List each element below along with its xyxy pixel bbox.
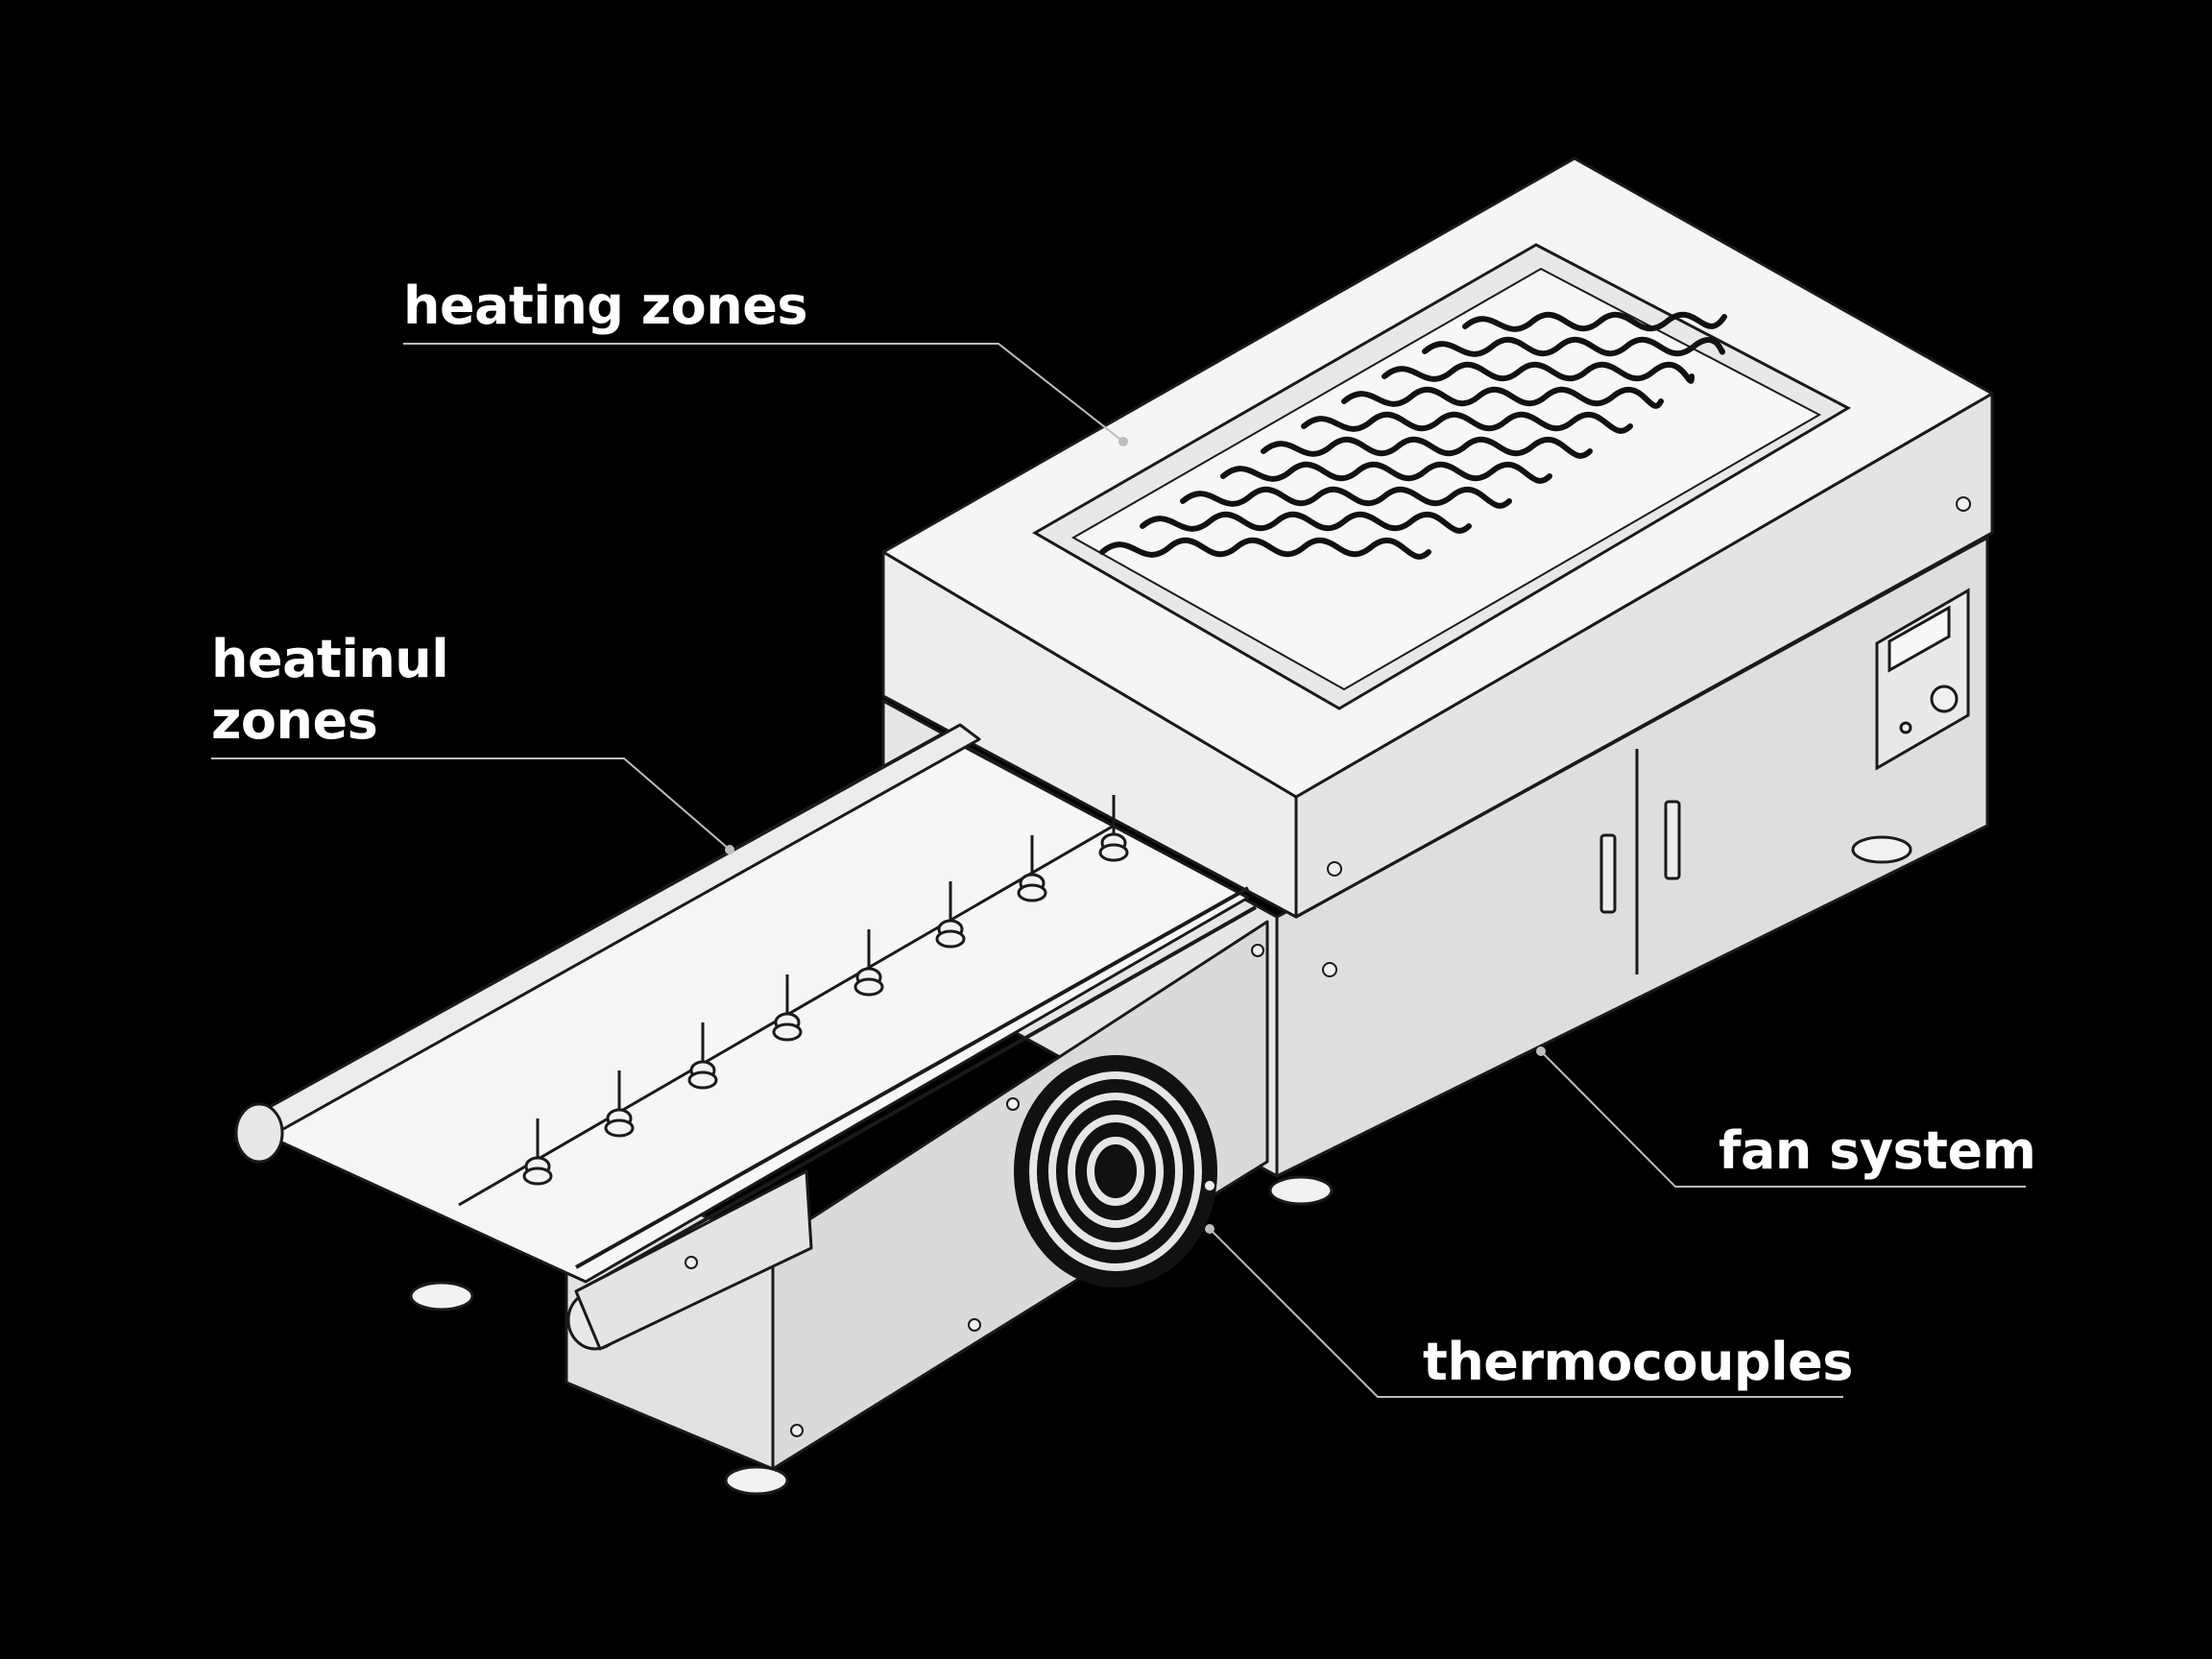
label-heatinul-line2: zones [211,690,378,751]
probe [687,1022,718,1090]
oven-feet [409,835,1912,1496]
thermocouple-probes [458,795,1129,1207]
label-heatinul-line1: heatinul [211,629,449,689]
label-heating-zones: heating zones [403,276,807,336]
leader-thermocouples [1209,1228,1843,1398]
label-thermocouples: thermocouples [1423,1332,1853,1392]
leader-heating-zones [403,343,1124,443]
leader-heatinul-zones [211,757,731,851]
control-knob[interactable] [1930,685,1959,713]
screws [685,496,1971,1437]
heating-window [1031,243,1852,710]
probe [772,974,803,1042]
probe [854,929,884,997]
probe [1098,795,1129,862]
leader-fan-system [1540,1050,2026,1188]
leader-lines [211,343,2026,1398]
probe [604,1070,635,1138]
door-handles [1599,800,1681,914]
heating-wave-elements [1099,311,1727,560]
probe [935,881,966,949]
probe [1017,835,1047,902]
label-fan-system: fan system [1719,1120,2036,1181]
fan-grill [1014,1055,1217,1287]
probe [522,1118,553,1186]
control-panel [1875,588,1970,771]
